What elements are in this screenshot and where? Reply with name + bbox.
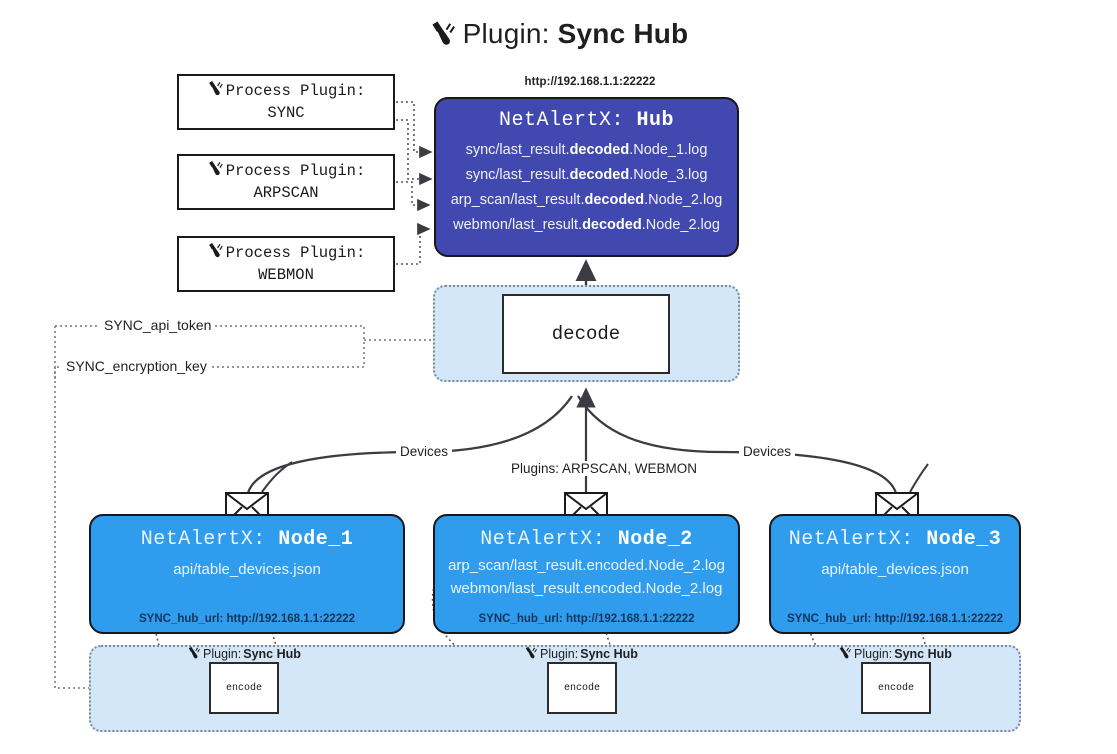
logline-mid: decoded [569, 167, 630, 184]
logline-mid: decoded [584, 192, 645, 209]
plug-icon [207, 80, 224, 103]
wire-sync-to-hub [396, 101, 433, 159]
node-line: arp_scan/last_result.encoded.Node_2.log [448, 557, 725, 574]
wire-webmon-to-hub [396, 222, 431, 265]
logline-post: .Node_3.log [629, 167, 708, 184]
node-title-prefix: NetAlertX: [140, 528, 266, 551]
node-3[interactable]: NetAlertX: Node_3 api/table_devices.json… [769, 514, 1021, 634]
process-plugin-label: Process Plugin: [225, 244, 366, 263]
plugin-prefix: Plugin: [203, 647, 242, 661]
logline-pre: sync/last_result. [465, 167, 570, 184]
wire-sync-to-hub-2 [396, 119, 433, 186]
node-title-name: Node_2 [617, 528, 693, 551]
logline-pre: webmon/last_result. [453, 217, 583, 234]
node-title-prefix: NetAlertX: [480, 528, 606, 551]
title-name: Sync Hub [557, 18, 689, 49]
wire-arpscan-to-hub [396, 181, 431, 212]
node-title: NetAlertX: Node_2 [480, 528, 693, 551]
plug-icon [187, 646, 201, 662]
hub-logline: arp_scan/last_result.decoded.Node_2.log [451, 188, 723, 213]
node-2[interactable]: NetAlertX: Node_2 arp_scan/last_result.e… [433, 514, 740, 634]
node-title-prefix: NetAlertX: [788, 528, 914, 551]
plugin-label-node1: Plugin: Sync Hub [187, 646, 301, 662]
hub-title-name: Hub [636, 109, 675, 132]
process-plugin-webmon[interactable]: Process Plugin: WEBMON [177, 236, 395, 292]
node-url-label: SYNC_hub_url: http://192.168.1.1:22222 [786, 613, 1004, 625]
node-title-name: Node_3 [926, 528, 1002, 551]
process-plugin-name: SYNC [267, 104, 305, 122]
plugin-name: Sync Hub [894, 647, 952, 661]
hub-node[interactable]: NetAlertX: Hub sync/last_result.decoded.… [434, 97, 739, 257]
plug-icon [207, 160, 224, 183]
node-title: NetAlertX: Node_1 [141, 528, 354, 551]
edge-label-devices-left: Devices [396, 444, 453, 459]
node-title: NetAlertX: Node_3 [789, 528, 1002, 551]
plugin-label-node2: Plugin: Sync Hub [524, 646, 638, 662]
logline-post: .Node_2.log [641, 217, 720, 234]
encode-box-node1[interactable]: encode [209, 662, 279, 714]
node-url-label: SYNC_hub_url: http://192.168.1.1:22222 [478, 613, 695, 625]
process-plugin-label: Process Plugin: [225, 162, 366, 181]
encode-box-node2[interactable]: encode [547, 662, 617, 714]
node-line: webmon/last_result.encoded.Node_2.log [450, 580, 723, 597]
plugin-prefix: Plugin: [540, 647, 579, 661]
edge-label-devices-right: Devices [739, 444, 796, 459]
plug-icon [524, 646, 538, 662]
edge-label-plugins-center: Plugins: ARPSCAN, WEBMON [507, 461, 702, 476]
title-prefix: Plugin: [462, 18, 550, 49]
hub-logline: sync/last_result.decoded.Node_3.log [466, 163, 708, 188]
hub-title-prefix: NetAlertX: [498, 109, 624, 132]
page-title: Plugin: Sync Hub [0, 18, 1117, 53]
process-plugin-name: ARPSCAN [253, 184, 319, 202]
logline-pre: arp_scan/last_result. [450, 192, 585, 209]
encode-box-node3[interactable]: encode [861, 662, 931, 714]
logline-mid: decoded [569, 142, 630, 158]
process-plugin-sync[interactable]: Process Plugin: SYNC [177, 74, 395, 130]
process-plugin-label: Process Plugin: [225, 82, 366, 101]
hub-logline: webmon/last_result.decoded.Node_2.log [453, 213, 720, 238]
plugin-label-node3: Plugin: Sync Hub [838, 646, 952, 662]
logline-post: .Node_1.log [629, 142, 708, 158]
logline-pre: sync/last_result. [465, 142, 570, 158]
plug-icon [207, 242, 224, 265]
plugin-name: Sync Hub [243, 647, 301, 661]
node-url-label: SYNC_hub_url: http://192.168.1.1:22222 [138, 613, 356, 625]
sync-api-token-label: SYNC_api_token [100, 317, 216, 333]
logline-post: .Node_2.log [644, 192, 723, 209]
plug-icon [429, 20, 457, 53]
sync-encryption-key-label: SYNC_encryption_key [62, 358, 211, 374]
node-title-name: Node_1 [278, 528, 354, 551]
hub-title: NetAlertX: Hub [499, 109, 674, 132]
plugin-prefix: Plugin: [854, 647, 893, 661]
wire-node3-to-decode [577, 395, 899, 501]
decode-box[interactable]: decode [502, 294, 670, 374]
node-1[interactable]: NetAlertX: Node_1 api/table_devices.json… [89, 514, 405, 634]
logline-mid: decoded [582, 217, 642, 234]
node-line: api/table_devices.json [173, 561, 321, 578]
plugin-name: Sync Hub [580, 647, 638, 661]
process-plugin-arpscan[interactable]: Process Plugin: ARPSCAN [177, 154, 395, 210]
plug-icon [838, 646, 852, 662]
process-plugin-name: WEBMON [258, 266, 314, 284]
hub-logline: sync/last_result.decoded.Node_1.log [466, 138, 708, 163]
hub-url-label: http://192.168.1.1:22222 [524, 76, 656, 88]
node-line: api/table_devices.json [821, 561, 969, 578]
